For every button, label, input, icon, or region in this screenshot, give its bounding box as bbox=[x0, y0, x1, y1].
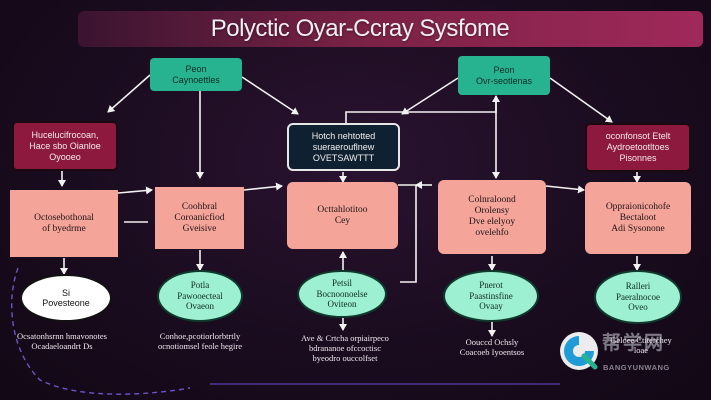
caption-3-line-2: bdrananoe ofccoctisc bbox=[309, 343, 381, 353]
caption-1-line-1: Ocsatonhsrnn hmavonotes bbox=[17, 331, 107, 341]
watermark-logo-icon bbox=[560, 332, 598, 370]
outcome-pill-3-line-2: Bocnoonoelse bbox=[316, 288, 368, 299]
top-box-1-line-2: Caynoettles bbox=[172, 74, 220, 85]
arrow-m1-to-m2 bbox=[117, 186, 153, 195]
outcome-pill-3-line-1: Petsil bbox=[331, 278, 352, 289]
header-box-2-line-1: Hotch nehtotted bbox=[311, 130, 376, 141]
arrow-m4-to-m5 bbox=[545, 185, 585, 194]
arrow-m3-right bbox=[398, 184, 417, 283]
arrow-t2-to-h3 bbox=[549, 77, 613, 123]
process-box-2-line-2: Coroanicfiod bbox=[174, 212, 225, 223]
top-box-2-line-1: Peon bbox=[493, 64, 515, 75]
top-box-2-line-2: Ovr-seotlenas bbox=[475, 75, 533, 86]
process-box-3-line-1: Octtahlotitoo bbox=[317, 204, 368, 215]
outcome-pill-5-line-2: Paeralnocoe bbox=[616, 291, 660, 302]
watermark-cn-text: 帮学网 bbox=[602, 332, 666, 354]
process-box-4-line-1: Colnraloond bbox=[468, 195, 516, 205]
header-box-2-line-2: sueraerouflnew bbox=[312, 141, 375, 152]
header-box-3-line-2: Aydroetootltoes bbox=[606, 142, 670, 152]
page-title: Polyctic Oyar-Ccray Sysfome bbox=[210, 15, 510, 42]
process-box-2-line-3: Gveisive bbox=[182, 223, 217, 234]
outcome-pill-1-line-2: Povesteone bbox=[42, 298, 90, 308]
caption-2-line-1: Conhoe,pcotiorlorbtrtly bbox=[159, 331, 241, 341]
caption-2-line-2: ocnotiomsel feole hegire bbox=[157, 341, 243, 351]
caption-4-line-2: Coacoeb Iyoentsos bbox=[459, 347, 525, 357]
header-box-2-line-3: OVETSAWTTT bbox=[312, 152, 375, 163]
arrow-m2-to-m3 bbox=[243, 182, 283, 191]
header-box-1-line-3: Oyooeo bbox=[49, 151, 81, 162]
header-box-1-line-1: Hucelucifrocoan, bbox=[31, 129, 99, 140]
process-box-5-line-2: Bectaloot bbox=[619, 212, 657, 223]
process-box-3-line-2: Cey bbox=[334, 215, 351, 226]
arrow-t1-left-to-h1 bbox=[107, 74, 151, 113]
process-box-1-line-1: Octosebothonal bbox=[34, 212, 94, 223]
caption-3-line-3: byeodro ouccolfset bbox=[312, 353, 378, 363]
outcome-pill-5-line-1: Ralleri bbox=[625, 281, 651, 292]
outcome-pill-4-line-2: Paastinsfine bbox=[469, 290, 513, 301]
process-box-4-line-3: Dve elelyoy bbox=[468, 217, 516, 227]
arrow-t2-to-h2-left bbox=[401, 77, 459, 115]
arrow-h2-to-t2 bbox=[345, 95, 500, 124]
caption-3-line-1: Ave & Crtcha orpiairpeco bbox=[301, 333, 389, 343]
caption-5-line-2: loae bbox=[633, 345, 649, 355]
outcome-pill-2-line-1: Potla bbox=[190, 280, 210, 291]
header-box-3-line-1: oconfonsot Etelt bbox=[605, 131, 671, 141]
arrow-t1-to-h2 bbox=[241, 76, 299, 115]
header-box-3-line-3: Pisonnes bbox=[619, 153, 657, 163]
process-box-5-line-3: Adi Sysonone bbox=[611, 223, 665, 234]
outcome-pill-1-line-1: Si bbox=[61, 287, 70, 298]
outcome-pill-3-line-3: Oviteon bbox=[327, 299, 357, 310]
outcome-pill-4-line-3: Ovaay bbox=[479, 301, 503, 312]
outcome-pill-5-line-3: Oveo bbox=[628, 302, 648, 313]
outcome-pill-2-line-2: Pawooecteal bbox=[177, 290, 223, 301]
caption-4-line-1: Oouccd Ochsly bbox=[465, 337, 519, 347]
process-box-2-line-1: Coohbral bbox=[181, 201, 218, 212]
title-banner bbox=[78, 11, 703, 47]
watermark-en-text: BANGYUNWANG bbox=[603, 363, 670, 372]
outcome-pill-4-line-1: Pnerot bbox=[479, 280, 503, 291]
process-box-4-line-4: ovelehfo bbox=[475, 228, 509, 238]
dashed-loop-connector bbox=[11, 267, 191, 395]
top-box-1-line-1: Peon bbox=[185, 63, 207, 74]
header-box-1-line-2: Hace sbo Oianloe bbox=[29, 140, 101, 151]
outcome-pill-2-line-3: Ovaeon bbox=[185, 301, 214, 312]
process-box-5-line-1: Oppraionicohofe bbox=[605, 201, 671, 212]
process-box-4-line-2: Orolensy bbox=[474, 206, 510, 216]
caption-5-line-1: Geloee Ctiterchey bbox=[610, 335, 672, 345]
process-box-1-line-2: of byedrme bbox=[42, 223, 86, 234]
caption-1-line-2: Ocadaeloandrt Ds bbox=[31, 341, 93, 351]
